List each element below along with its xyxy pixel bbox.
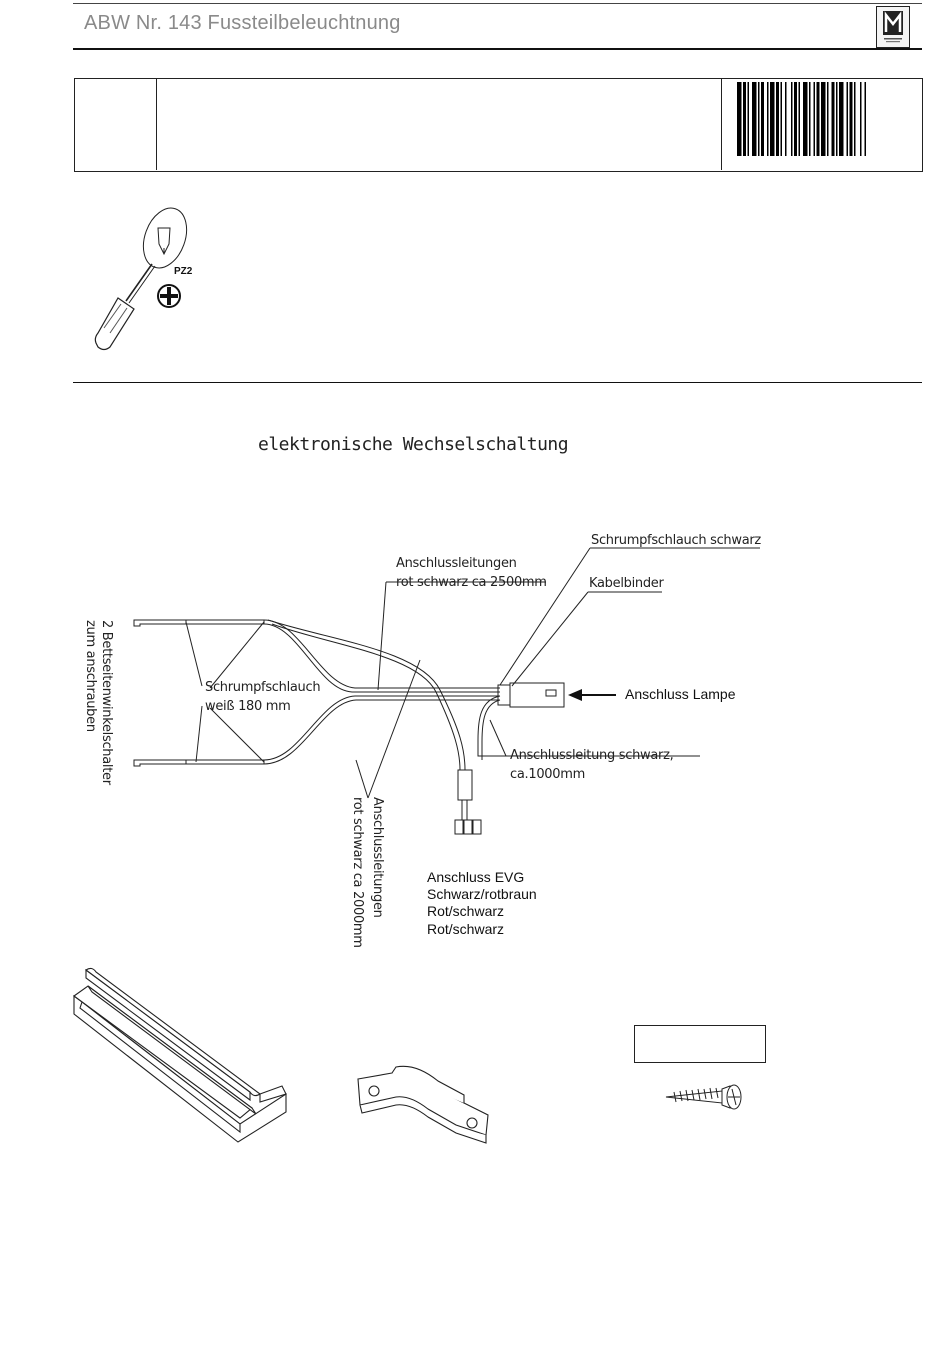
screwdriver-icon (88, 206, 208, 356)
evg-wire-2-label: Rot/schwarz (427, 903, 505, 919)
barcode-bar (836, 82, 838, 156)
header-rule (73, 48, 922, 50)
barcode-bar (821, 82, 826, 156)
leads-bottom-spec-label: rot schwarz ca 2000mm (350, 797, 365, 948)
barcode-bar (798, 82, 800, 156)
bit-size-label: PZ2 (174, 266, 193, 277)
barcode-bar (758, 82, 760, 156)
leads-top-spec-label: rot schwarz ca 2500mm (396, 575, 547, 590)
evg-connection-label: Anschluss EVG (427, 869, 525, 885)
barcode-bar (809, 82, 811, 156)
barcode-bar (785, 82, 787, 156)
top-rule (73, 3, 922, 4)
barcode-bar (864, 82, 866, 156)
barcode-bar (803, 82, 808, 156)
profile-rail (70, 966, 294, 1155)
barcode-bar (854, 82, 856, 156)
barcode-bar (831, 82, 835, 156)
screw-label-box (634, 1025, 766, 1063)
black-lead-length-label: ca.1000mm (510, 767, 585, 782)
side-switches-label-2: zum anschrauben (83, 620, 98, 732)
barcode-bar (813, 82, 815, 156)
barcode-bar (794, 82, 797, 156)
side-switches-label: 2 Bettseitenwinkelschalter (99, 620, 114, 785)
clamp-bracket (352, 1065, 494, 1150)
barcode-bar (839, 82, 844, 156)
shrink-tube-size-label: weiß 180 mm (205, 699, 291, 714)
barcode-bar (827, 82, 829, 156)
evg-wire-1-label: Schwarz/rotbraun (427, 886, 537, 902)
barcode-bar (770, 82, 775, 156)
barcode-bar (747, 82, 749, 156)
barcode-bar (791, 82, 793, 156)
barcode-bar (860, 82, 862, 156)
lamp-connection-label: Anschluss Lampe (625, 686, 736, 702)
section-rule (73, 382, 922, 383)
barcode-bar (761, 82, 764, 156)
barcode (737, 82, 907, 156)
shrink-tube-label: Schrumpfschlauch (205, 680, 321, 695)
barcode-bar (780, 82, 782, 156)
barcode-bar (849, 82, 853, 156)
leads-top-label: Anschlussleitungen (396, 556, 517, 571)
cable-tie-label: Kabelbinder (589, 576, 664, 591)
diagram-title: elektronische Wechselschaltung (258, 434, 569, 455)
barcode-bar (743, 82, 746, 156)
company-logo (876, 6, 910, 48)
evg-wire-3-label: Rot/schwarz (427, 921, 505, 937)
info-cell-number (74, 78, 157, 170)
barcode-bar (816, 82, 820, 156)
barcode-bar (752, 82, 757, 156)
black-lead-label: Anschlussleitung schwarz, (510, 748, 674, 763)
phillips-head-icon (156, 283, 182, 314)
barcode-bar (767, 82, 769, 156)
document-title: ABW Nr. 143 Fussteilbeleuchtnung (84, 12, 401, 34)
wood-screw-icon (664, 1078, 746, 1115)
shrink-black-label: Schrumpfschlauch schwarz (591, 533, 761, 548)
barcode-bar (846, 82, 848, 156)
wiring-diagram (0, 520, 950, 965)
info-table (74, 78, 923, 172)
barcode-bar (776, 82, 779, 156)
barcode-bar (737, 82, 742, 156)
leads-bottom-label: Anschlussleitungen (370, 797, 385, 918)
info-cell-barcode (721, 78, 922, 170)
